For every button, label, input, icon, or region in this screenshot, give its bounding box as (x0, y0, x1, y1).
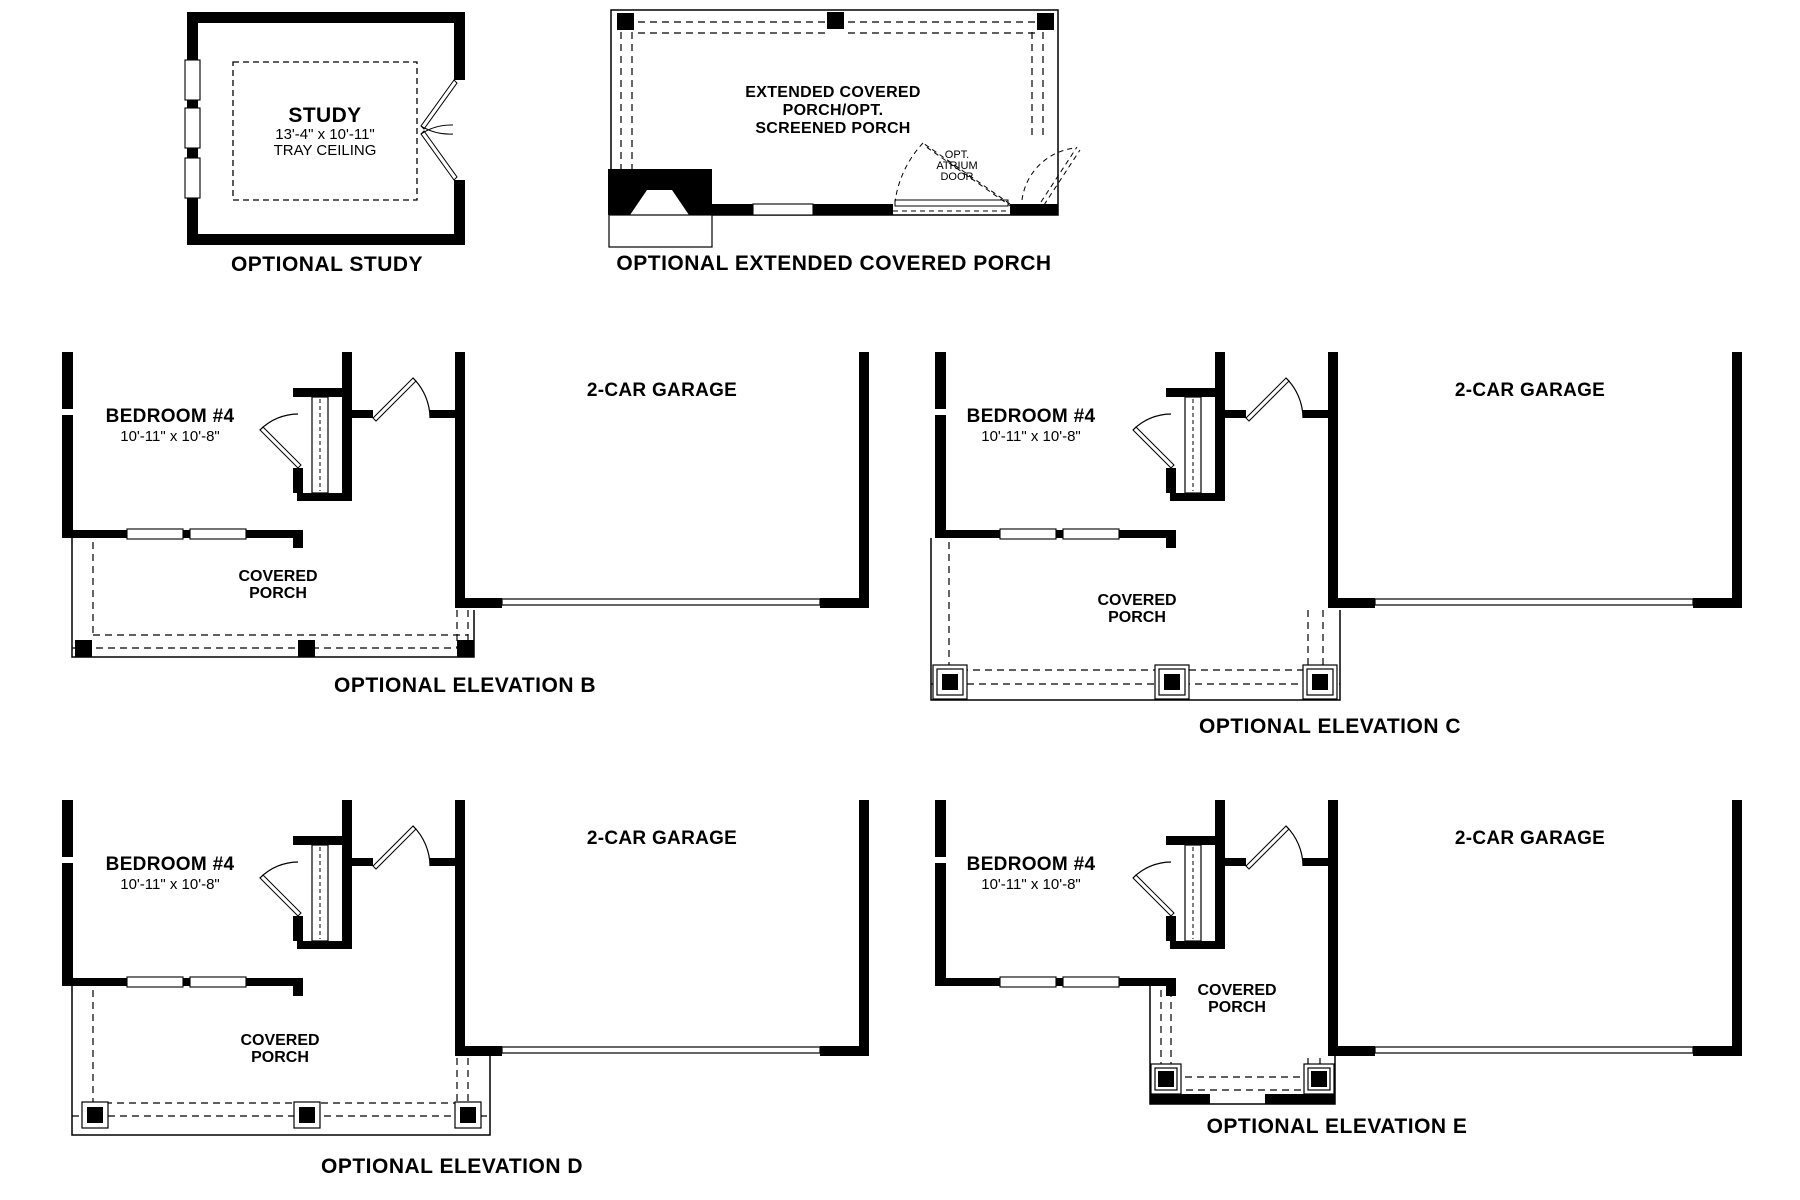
garage-label: 2-CAR GARAGE (1454, 380, 1606, 401)
garage-door (1374, 598, 1694, 606)
bedroom-dimensions: 10'-11" x 10'-8" (981, 876, 1081, 893)
floor-plan-walls-and-fixtures (62, 352, 869, 608)
extended-porch-floor-plan-drawing (608, 9, 1081, 248)
floor-plan-walls-and-fixtures (935, 352, 1742, 608)
closet-door (311, 396, 329, 494)
covered-porch-label: COVERED PORCH (238, 568, 318, 602)
bedroom-windows (999, 528, 1120, 540)
covered-porch-label: COVERED PORCH (240, 1032, 320, 1066)
hall-door (372, 825, 431, 870)
floor-plan-walls-and-fixtures (935, 800, 1742, 1056)
garage-door (501, 598, 821, 606)
covered-porch-outline (71, 538, 475, 658)
elevation-e-caption: OPTIONAL ELEVATION E (1206, 1115, 1468, 1138)
covered-porch-label: COVERED PORCH (1197, 982, 1277, 1016)
elevation-c-caption: OPTIONAL ELEVATION C (1198, 715, 1462, 738)
study-floor-plan-drawing (184, 12, 465, 245)
bedroom-label: BEDROOM #4 (966, 854, 1096, 875)
closet-door (1184, 396, 1202, 494)
bedroom-dimensions: 10'-11" x 10'-8" (120, 876, 220, 893)
atrium-door-note: OPT. ATRIUM DOOR (936, 149, 978, 183)
elevation-b-caption: OPTIONAL ELEVATION B (333, 674, 597, 697)
porch-window (752, 203, 814, 216)
porch-posts (75, 640, 474, 657)
right-side-door-swing (1021, 146, 1081, 206)
bedroom-windows (126, 976, 247, 988)
elevation-d-floor-plan-drawing (62, 800, 869, 1136)
garage-label: 2-CAR GARAGE (1454, 828, 1606, 849)
floor-plan-walls-and-fixtures (62, 800, 869, 1056)
tray-ceiling-outline (232, 61, 418, 201)
extended-porch-room-label: EXTENDED COVERED PORCH/OPT. SCREENED POR… (745, 84, 921, 137)
extended-porch-caption: OPTIONAL EXTENDED COVERED PORCH (616, 252, 1052, 275)
bedroom-dimensions: 10'-11" x 10'-8" (120, 428, 220, 445)
bedroom-windows (126, 528, 247, 540)
garage-label: 2-CAR GARAGE (586, 380, 738, 401)
bedroom-door (1132, 413, 1175, 469)
bedroom-door (259, 861, 302, 917)
french-doors (420, 79, 458, 181)
closet-door (311, 844, 329, 942)
bedroom-label: BEDROOM #4 (966, 406, 1096, 427)
covered-porch-outline (930, 538, 1341, 701)
porch-posts (1150, 1063, 1335, 1095)
elevation-e-floor-plan-drawing (935, 800, 1742, 1105)
fireplace (608, 169, 713, 248)
closet-door (1184, 844, 1202, 942)
garage-label: 2-CAR GARAGE (586, 828, 738, 849)
bedroom-windows (999, 976, 1120, 988)
garage-door (1374, 1046, 1694, 1054)
hall-door (1245, 825, 1304, 870)
study-room-dimensions: 13'-4" x 10'-11" (275, 126, 375, 143)
elevation-b-floor-plan-drawing (62, 352, 869, 658)
porch-posts (81, 1101, 482, 1129)
bedroom-door (1132, 861, 1175, 917)
porch-posts (932, 664, 1338, 700)
hall-door (1245, 377, 1304, 422)
covered-porch-label: COVERED PORCH (1097, 592, 1177, 626)
hall-door (372, 377, 431, 422)
elevation-c-floor-plan-drawing (930, 352, 1742, 701)
atrium-door (893, 142, 1013, 212)
study-caption: OPTIONAL STUDY (230, 253, 424, 276)
elevation-d-caption: OPTIONAL ELEVATION D (320, 1155, 584, 1178)
study-windows (184, 59, 201, 199)
study-ceiling-note: TRAY CEILING (273, 142, 377, 159)
porch-posts (617, 12, 1054, 30)
bedroom-label: BEDROOM #4 (105, 854, 235, 875)
bedroom-label: BEDROOM #4 (105, 406, 235, 427)
bedroom-dimensions: 10'-11" x 10'-8" (981, 428, 1081, 445)
garage-door (501, 1046, 821, 1054)
bedroom-door (259, 413, 302, 469)
study-room-label: STUDY (288, 104, 362, 127)
house-wall (712, 204, 1058, 215)
